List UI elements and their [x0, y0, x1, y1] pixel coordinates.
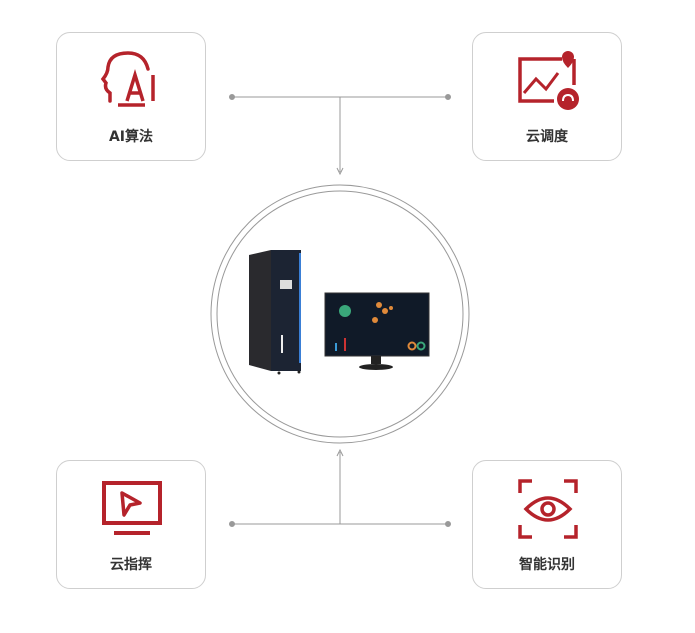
node-cloud-command[interactable]: 云指挥 — [56, 460, 206, 589]
monitor-image — [324, 292, 430, 370]
node-label: 智能识别 — [519, 557, 575, 573]
node-label: AI算法 — [108, 129, 154, 145]
cloud-dispatch-map-icon — [518, 51, 579, 110]
server-rack-image — [249, 250, 301, 375]
node-label: 云指挥 — [110, 557, 152, 573]
node-cloud-dispatch[interactable]: 云调度 — [472, 32, 622, 161]
center-hardware-circle — [210, 184, 470, 444]
ai-head-icon — [100, 51, 155, 107]
node-smart-recognition[interactable]: 智能识别 — [472, 460, 622, 589]
eye-scan-icon — [518, 479, 578, 539]
command-monitor-icon — [102, 481, 162, 535]
node-label: 云调度 — [526, 129, 568, 145]
node-ai-algorithm[interactable]: AI算法 — [56, 32, 206, 161]
